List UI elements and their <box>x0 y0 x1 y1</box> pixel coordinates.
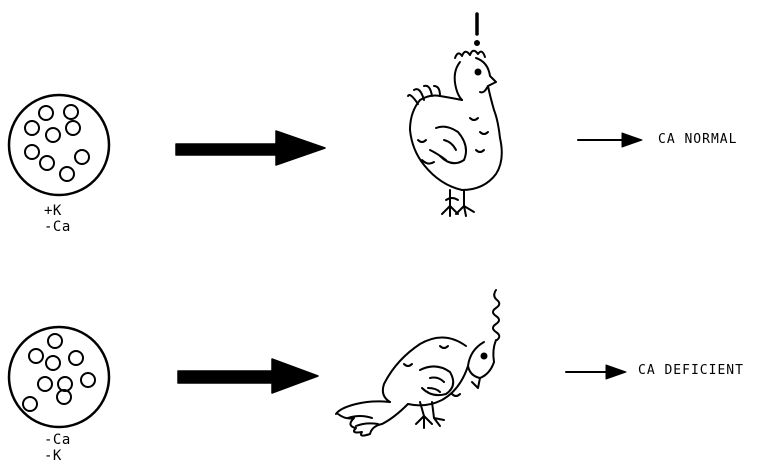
petri-dish-2 <box>7 325 111 429</box>
hen-standing <box>407 49 503 217</box>
dish-2-label-k: -K <box>44 448 62 464</box>
row-2 <box>7 289 627 437</box>
pellets-2 <box>22 333 96 412</box>
dish-2-label-ca: -Ca <box>44 432 71 448</box>
dish-1-label-k: +K <box>44 203 62 219</box>
result-deficient: CA DEFICIENT <box>638 363 744 378</box>
result-arrow-2 <box>565 364 627 380</box>
feed-arrow-1 <box>175 130 326 166</box>
feed-arrow-2 <box>177 358 319 394</box>
petri-dish-1 <box>7 93 111 197</box>
row-1 <box>7 12 643 217</box>
hen-collapsed <box>335 289 501 437</box>
result-arrow-1 <box>577 132 643 148</box>
result-normal: CA NORMAL <box>658 132 738 147</box>
pellets-1 <box>24 104 90 182</box>
exclamation-mark <box>474 12 480 46</box>
dish-1-label-ca: -Ca <box>44 219 71 235</box>
